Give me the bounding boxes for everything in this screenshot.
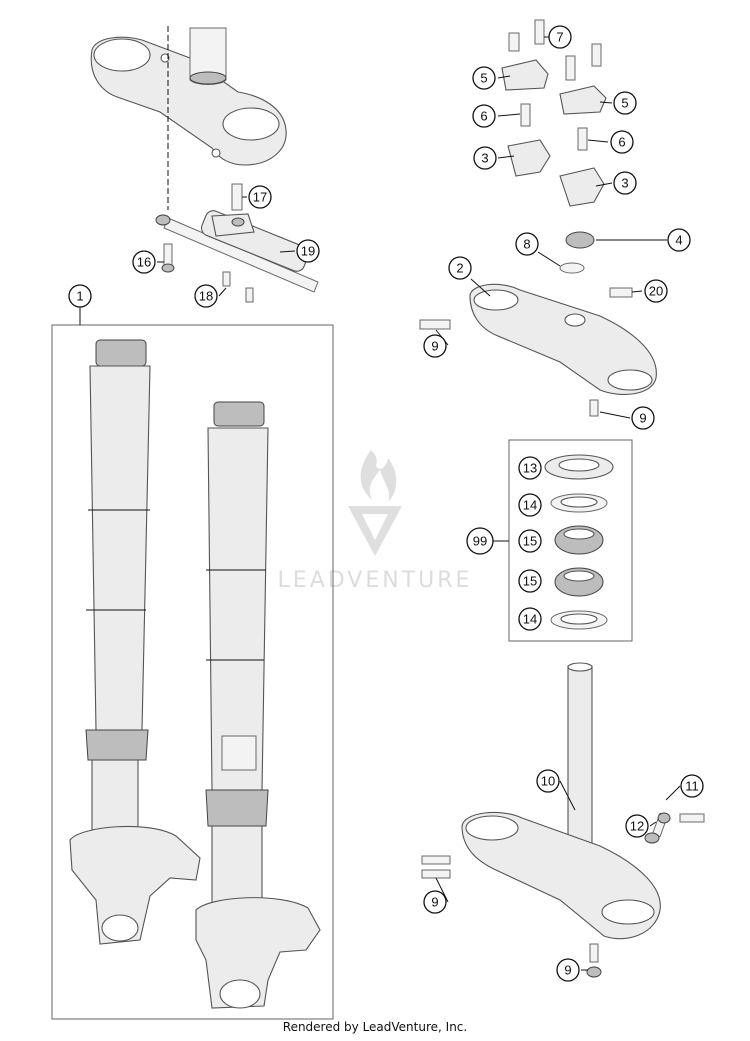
svg-text:6: 6 (480, 109, 487, 124)
callout-3: 3 (613, 171, 637, 195)
callout-2: 2 (448, 256, 472, 280)
footer-credit: Rendered by LeadVenture, Inc. (282, 1020, 468, 1034)
left-fork-leg (69, 339, 201, 945)
svg-text:19: 19 (301, 244, 315, 259)
callout-19: 19 (296, 239, 320, 263)
steering-damper (155, 183, 319, 303)
svg-text:3: 3 (481, 151, 488, 166)
callout-9: 9 (631, 406, 655, 430)
callout-16: 16 (132, 250, 156, 274)
svg-text:9: 9 (431, 339, 438, 354)
svg-text:9: 9 (431, 895, 438, 910)
callout-8: 8 (515, 232, 539, 256)
svg-text:15: 15 (523, 534, 537, 549)
right-fork-leg (195, 401, 321, 1009)
leadventure-watermark: LEADVENTURE (278, 450, 473, 593)
callout-20: 20 (644, 279, 668, 303)
svg-text:11: 11 (685, 779, 699, 794)
callout-1: 1 (68, 284, 92, 308)
lower-triple-clamp (421, 662, 705, 978)
svg-text:20: 20 (649, 284, 663, 299)
svg-text:14: 14 (523, 498, 537, 513)
svg-text:5: 5 (480, 71, 487, 86)
callout-99: 99 (466, 527, 494, 555)
svg-text:1: 1 (76, 289, 83, 304)
svg-text:9: 9 (564, 963, 571, 978)
callout-9: 9 (423, 334, 447, 358)
callout-10: 10 (536, 769, 560, 793)
svg-text:4: 4 (675, 233, 682, 248)
handlebar-clamps (501, 19, 607, 207)
callout-5: 5 (613, 91, 637, 115)
callout-17: 17 (248, 185, 272, 209)
leader-lines (79, 36, 681, 971)
upper-triple-clamp-right (419, 231, 657, 417)
watermark-flame-logo (360, 450, 397, 502)
svg-text:13: 13 (523, 461, 537, 476)
upper-triple-clamp-left (90, 26, 287, 210)
watermark-v-logo (348, 506, 402, 556)
callout-5: 5 (472, 66, 496, 90)
callout-15: 15 (518, 529, 542, 553)
svg-text:17: 17 (253, 190, 267, 205)
svg-text:8: 8 (523, 237, 530, 252)
callout-13: 13 (518, 456, 542, 480)
callout-9: 9 (423, 890, 447, 914)
fork-assembly-frame (51, 324, 334, 1020)
svg-text:15: 15 (523, 574, 537, 589)
callout-11: 11 (680, 774, 704, 798)
callout-6: 6 (472, 104, 496, 128)
svg-text:14: 14 (523, 612, 537, 627)
svg-text:12: 12 (630, 819, 644, 834)
callout-3: 3 (473, 146, 497, 170)
svg-text:6: 6 (618, 135, 625, 150)
bearing-kit-parts (544, 454, 614, 630)
callout-18: 18 (194, 284, 218, 308)
svg-text:18: 18 (199, 289, 213, 304)
svg-text:10: 10 (541, 774, 555, 789)
callout-4: 4 (667, 228, 691, 252)
svg-text:9: 9 (639, 411, 646, 426)
callout-6: 6 (610, 130, 634, 154)
svg-text:99: 99 (473, 534, 487, 549)
callout-7: 7 (548, 25, 572, 49)
callout-15: 15 (518, 569, 542, 593)
watermark-text: LEADVENTURE (278, 568, 473, 593)
callout-14: 14 (518, 493, 542, 517)
callout-12: 12 (625, 814, 649, 838)
svg-text:2: 2 (456, 261, 463, 276)
callout-14: 14 (518, 607, 542, 631)
svg-text:3: 3 (621, 176, 628, 191)
svg-text:16: 16 (137, 255, 151, 270)
callout-9: 9 (556, 958, 580, 982)
svg-text:7: 7 (556, 30, 563, 45)
svg-text:5: 5 (621, 96, 628, 111)
